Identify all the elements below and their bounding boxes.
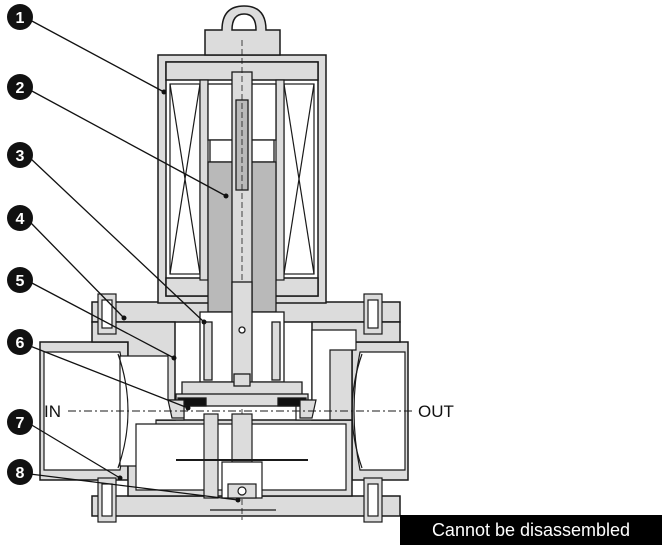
lower-spindle — [176, 413, 308, 511]
flange-bolts — [97, 293, 383, 523]
svg-text:2: 2 — [16, 80, 25, 97]
armature — [207, 40, 277, 520]
callout-2: 2 — [7, 74, 33, 100]
callout-7: 7 — [7, 409, 33, 435]
valve-stem-assembly — [175, 281, 309, 407]
svg-text:1: 1 — [16, 10, 25, 27]
callout-5: 5 — [7, 267, 33, 293]
svg-text:3: 3 — [16, 148, 25, 165]
leader-lines — [29, 19, 239, 501]
callout-8: 8 — [7, 459, 33, 485]
leader-dots — [117, 89, 241, 503]
svg-text:5: 5 — [16, 273, 25, 290]
callout-6: 6 — [7, 329, 33, 355]
disassembly-note: Cannot be disassembled — [400, 515, 662, 545]
svg-text:6: 6 — [16, 335, 25, 352]
callout-3: 3 — [7, 142, 33, 168]
outlet-label: OUT — [418, 402, 454, 421]
callout-1: 1 — [7, 4, 33, 30]
callout-4: 4 — [7, 205, 33, 231]
svg-text:7: 7 — [16, 415, 25, 432]
svg-text:4: 4 — [16, 211, 25, 228]
coil-right — [283, 83, 315, 275]
svg-text:8: 8 — [16, 465, 25, 482]
inlet-label: IN — [44, 402, 61, 421]
